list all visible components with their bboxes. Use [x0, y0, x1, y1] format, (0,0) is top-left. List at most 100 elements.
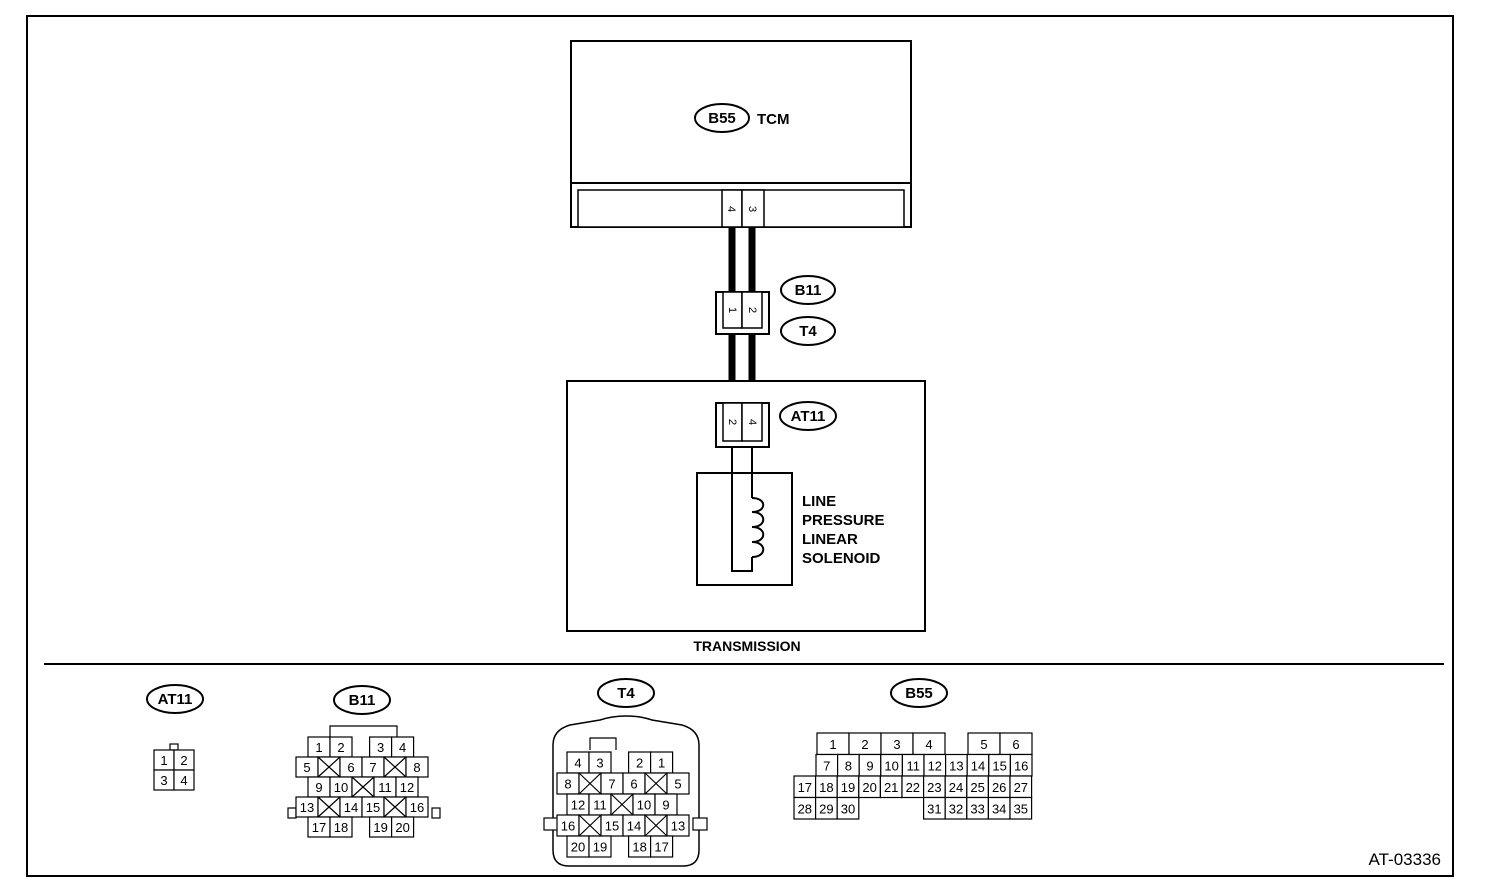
pin-number: 11 [593, 798, 607, 813]
pin-number: 7 [823, 758, 830, 773]
b11-pin-1: 1 [726, 307, 738, 313]
pin-number: 18 [819, 780, 833, 795]
solenoid-line-1: LINE [802, 493, 836, 510]
solenoid-line-4: SOLENOID [802, 550, 881, 567]
b55-pin-cell [836, 796, 860, 820]
at11-pin-4: 4 [746, 419, 758, 425]
pin-number: 4 [925, 737, 932, 752]
tcm-pin-4: 4 [725, 206, 737, 212]
at11-pin-cell [173, 769, 195, 791]
b11-pin-2: 2 [746, 307, 758, 313]
pin-number: 9 [315, 780, 322, 795]
pin-number: 20 [395, 820, 409, 835]
blank-cavity-mark [644, 814, 668, 837]
pin-number: 3 [893, 737, 900, 752]
pin-number: 1 [315, 740, 322, 755]
pin-number: 35 [1014, 801, 1028, 816]
t4-view-label: T4 [617, 685, 635, 702]
tcm-pin-3: 3 [746, 206, 758, 212]
pin-number: 11 [906, 758, 920, 773]
solenoid-line-3: LINEAR [802, 531, 858, 548]
pin-number: 1 [829, 737, 836, 752]
t4-label: T4 [799, 323, 817, 340]
solenoid: LINE PRESSURE LINEAR SOLENOID [696, 447, 885, 586]
pin-number: 4 [574, 756, 581, 771]
pin-number: 9 [662, 798, 669, 813]
pin-number: 24 [949, 780, 963, 795]
tcm-module: 4 3 B55 TCM [570, 40, 912, 228]
tcm-connector-badge [694, 103, 750, 133]
pin-number: 15 [992, 758, 1006, 773]
pin-number: 5 [980, 737, 987, 752]
pin-number: 1 [658, 756, 665, 771]
pin-number: 6 [1012, 737, 1019, 752]
pin-number: 16 [561, 819, 575, 834]
pin-number: 15 [366, 800, 380, 815]
pin-number: 12 [571, 798, 585, 813]
pin-number: 2 [861, 737, 868, 752]
b55-pin-cell [1009, 796, 1033, 820]
solenoid-wire [731, 447, 753, 572]
pin-number: 21 [884, 780, 898, 795]
at11-badge [779, 401, 837, 431]
pin-number: 2 [636, 756, 643, 771]
b55-view-label: B55 [905, 685, 933, 702]
pin-number: 29 [819, 801, 833, 816]
pin-number: 14 [971, 758, 985, 773]
pin-number: 18 [334, 820, 348, 835]
b11-view-label: B11 [349, 692, 376, 709]
tcm-label: TCM [757, 111, 790, 128]
pin-number: 6 [347, 760, 354, 775]
pin-number: 17 [654, 840, 668, 855]
pin-number: 13 [671, 819, 685, 834]
pin-number: 18 [632, 840, 646, 855]
pin-number: 27 [1014, 780, 1028, 795]
pin-number: 8 [413, 760, 420, 775]
b11-badge [780, 275, 836, 305]
pin-number: 10 [884, 758, 898, 773]
pin-number: 31 [927, 801, 941, 816]
t4-pin-cell [666, 772, 690, 795]
pin-number: 19 [373, 820, 387, 835]
pin-number: 14 [627, 819, 641, 834]
pin-number: 20 [862, 780, 876, 795]
b11-pin-cell [405, 796, 429, 818]
pin-number: 8 [564, 777, 571, 792]
blank-cavity-mark [578, 814, 602, 837]
pin-number: 14 [344, 800, 358, 815]
tcm-connector-label: B55 [708, 110, 736, 127]
pin-number: 33 [970, 801, 984, 816]
pin-number: 13 [949, 758, 963, 773]
transmission-label: TRANSMISSION [693, 638, 800, 654]
pin-number: 17 [312, 820, 326, 835]
pin-number: 3 [160, 773, 167, 788]
t4-pin-cell [666, 814, 690, 837]
pin-number: 10 [637, 798, 651, 813]
pin-number: 34 [992, 801, 1006, 816]
solenoid-line-2: PRESSURE [802, 512, 885, 529]
blank-cavity-mark [383, 796, 407, 818]
blank-cavity-mark [351, 776, 375, 798]
pin-number: 30 [841, 801, 855, 816]
pin-number: 15 [605, 819, 619, 834]
pin-number: 12 [928, 758, 942, 773]
diagram-id: AT-03336 [1369, 850, 1441, 869]
b11-pin-cell [329, 816, 353, 838]
pin-number: 13 [300, 800, 314, 815]
pin-number: 12 [400, 780, 414, 795]
pin-number: 16 [410, 800, 424, 815]
pin-number: 25 [970, 780, 984, 795]
pin-number: 9 [866, 758, 873, 773]
pin-number: 3 [377, 740, 384, 755]
pin-number: 4 [399, 740, 406, 755]
pin-number: 5 [303, 760, 310, 775]
at11-connector: 2 4 AT11 [715, 401, 837, 448]
blank-cavity-mark [317, 796, 341, 818]
pin-number: 7 [369, 760, 376, 775]
pin-number: 20 [571, 840, 585, 855]
pin-number: 10 [334, 780, 348, 795]
